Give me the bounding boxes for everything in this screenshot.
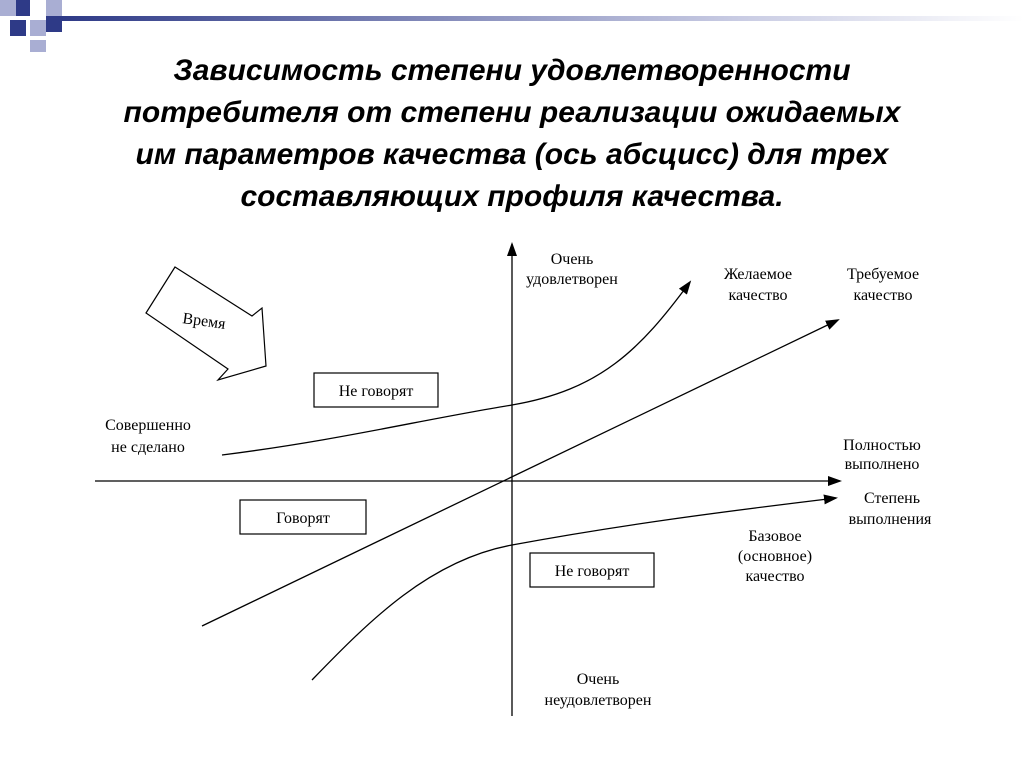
basic-quality-label-1: Базовое bbox=[748, 528, 801, 545]
y-bottom-label-2: неудовлетворен bbox=[545, 692, 652, 709]
said-label: Говорят bbox=[276, 510, 330, 527]
basic-quality-label-2: (основное) bbox=[738, 548, 812, 565]
y-bottom-label-1: Очень bbox=[577, 671, 620, 688]
slide-title: Зависимость степени удовлетворенности по… bbox=[40, 50, 984, 218]
corner-square-6 bbox=[46, 16, 62, 32]
time-arrow bbox=[145, 266, 267, 382]
corner-square-4 bbox=[10, 20, 26, 36]
lower-not-said-box bbox=[529, 552, 655, 588]
header-gradient-bar bbox=[60, 16, 1024, 21]
basic-quality-label-3: качество bbox=[745, 568, 804, 585]
title-line-2: потребителя от степени реализации ожидае… bbox=[123, 96, 901, 129]
x-right-bottom-label-2: выполнения bbox=[849, 511, 932, 528]
corner-square-3 bbox=[46, 0, 62, 16]
y-top-label-2: удовлетворен bbox=[526, 271, 618, 288]
title-line-4: составляющих профиля качества. bbox=[240, 180, 784, 213]
required-quality-label-2: качество bbox=[853, 287, 912, 304]
desired-quality-label-1: Желаемое bbox=[724, 266, 792, 283]
required-quality-label-1: Требуемое bbox=[847, 266, 919, 283]
said-box bbox=[239, 499, 367, 535]
title-line-3: им параметров качества (ось абсцисс) для… bbox=[135, 138, 889, 171]
desired-quality-curve bbox=[221, 280, 692, 456]
x-right-top-label-2: выполнено bbox=[845, 456, 920, 473]
corner-square-1 bbox=[0, 0, 16, 16]
upper-not-said-box bbox=[313, 372, 439, 408]
lower-not-said-label: Не говорят bbox=[555, 563, 630, 580]
x-right-bottom-label-1: Степень bbox=[864, 490, 920, 507]
upper-not-said-label: Не говорят bbox=[339, 383, 414, 400]
corner-square-2 bbox=[16, 0, 30, 16]
title-line-1: Зависимость степени удовлетворенности bbox=[173, 54, 851, 87]
required-quality-line bbox=[201, 319, 840, 627]
corner-square-5 bbox=[30, 20, 46, 36]
x-right-top-label-1: Полностью bbox=[843, 437, 921, 454]
x-left-label-2: не сделано bbox=[111, 439, 185, 456]
basic-quality-curve bbox=[311, 494, 838, 681]
x-left-label-1: Совершенно bbox=[105, 417, 191, 434]
time-label: Время bbox=[181, 310, 227, 333]
desired-quality-label-2: качество bbox=[728, 287, 787, 304]
y-top-label-1: Очень bbox=[551, 251, 594, 268]
corner-square-7 bbox=[30, 40, 46, 52]
